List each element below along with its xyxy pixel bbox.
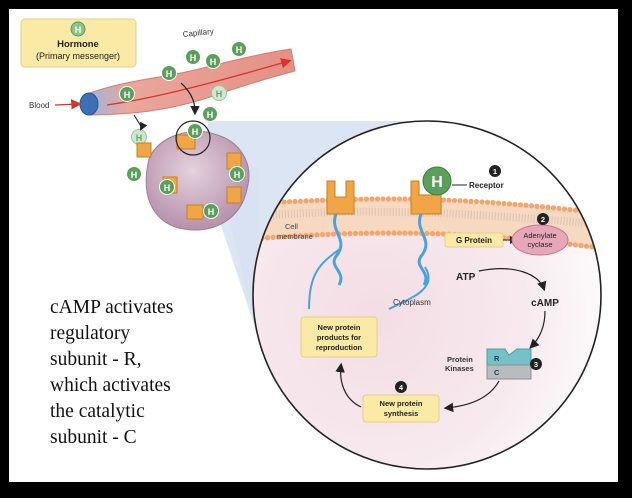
- svg-text:H: H: [236, 45, 243, 55]
- svg-text:H: H: [136, 133, 143, 143]
- svg-text:H: H: [431, 174, 443, 191]
- synthesis-line-1: New protein: [380, 399, 423, 408]
- legend-hormone-symbol: H: [75, 25, 82, 35]
- step-3-badge: [530, 358, 542, 370]
- svg-text:H: H: [190, 53, 197, 63]
- adenylate-cyclase: [511, 224, 569, 256]
- legend-hormone-title: Hormone: [57, 39, 99, 50]
- products-line-2: products for: [317, 333, 361, 342]
- capillary: Capillary: [79, 27, 296, 116]
- hormone-legend-box: H Hormone (Primary messenger): [20, 18, 137, 68]
- kinase-complex: R C: [486, 348, 532, 380]
- hormone-bound: H: [422, 166, 452, 196]
- svg-text:H: H: [131, 170, 138, 180]
- caption-text: cAMP activates regulatory subunit - R, w…: [50, 297, 174, 448]
- adenylate-label-1: Adenylate: [523, 231, 556, 240]
- svg-text:H: H: [210, 57, 217, 67]
- protein-kinases-label-1: Protein: [447, 355, 473, 364]
- svg-text:H: H: [124, 90, 131, 100]
- svg-text:H: H: [208, 207, 215, 217]
- protein-kinases-label-2: Kinases: [445, 364, 474, 373]
- zoom-source-circle: [175, 120, 211, 156]
- svg-text:H: H: [234, 170, 241, 180]
- svg-text:H: H: [216, 89, 223, 99]
- receptor-left: [308, 180, 355, 310]
- new-protein-products-box: [300, 316, 378, 358]
- camp-label: cAMP: [531, 298, 559, 309]
- hormone-molecules-capillary: H H H H H H H: [119, 41, 247, 145]
- step-1-number: 1: [493, 167, 497, 176]
- svg-text:H: H: [166, 69, 173, 79]
- blood-label: Blood: [29, 101, 49, 110]
- receptor-label: Receptor: [469, 181, 504, 190]
- step-1-badge: [489, 165, 501, 177]
- svg-text:H: H: [164, 183, 171, 193]
- svg-text:H: H: [207, 110, 214, 120]
- kinase-r-label: R: [494, 354, 500, 363]
- step-2-number: 2: [541, 215, 545, 224]
- cytoplasm-label: Cytoplasm: [393, 298, 431, 307]
- cell-membrane-label-1: Cell: [285, 222, 298, 231]
- new-protein-synthesis-box: [362, 394, 440, 423]
- slide: H Hormone (Primary messenger) Capillary …: [9, 9, 618, 482]
- step-2-badge: [537, 213, 549, 225]
- cell-membrane-label-2: membrane: [277, 232, 313, 241]
- capillary-label: Capillary: [182, 27, 214, 39]
- svg-text:H: H: [192, 127, 199, 137]
- target-cell: H H H H H H: [126, 106, 250, 231]
- kinase-c-label: C: [494, 368, 500, 377]
- products-line-1: New protein: [318, 323, 361, 332]
- products-line-3: reproduction: [316, 343, 363, 352]
- step-3-number: 3: [534, 360, 538, 369]
- adenylate-label-2: cyclase: [527, 240, 552, 249]
- synthesis-line-2: synthesis: [384, 409, 419, 418]
- atp-label: ATP: [456, 272, 476, 283]
- g-protein-label: G Protein: [456, 236, 492, 245]
- legend-hormone-subtitle: (Primary messenger): [36, 51, 120, 61]
- signaling-diagram: H Hormone (Primary messenger) Capillary …: [20, 18, 602, 470]
- step-4-badge: [395, 381, 407, 393]
- step-4-number: 4: [399, 383, 404, 392]
